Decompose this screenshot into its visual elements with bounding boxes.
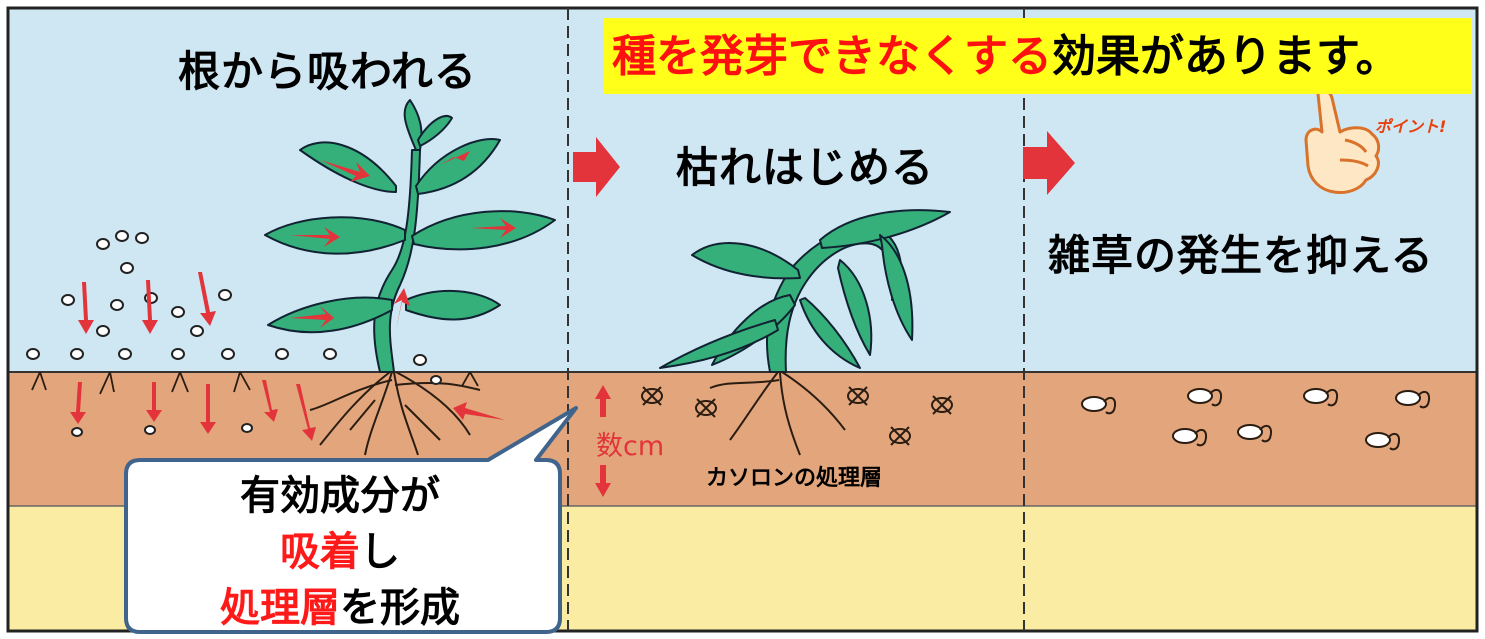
callout-text: 有効成分が 吸着し 処理層を形成 <box>130 468 550 636</box>
headline-text: 種を発芽できなくする効果があります。 <box>612 20 1400 84</box>
callout-bubble <box>124 406 578 634</box>
callout-line-1: 有効成分が <box>240 473 440 519</box>
headline-banner <box>604 18 1472 94</box>
callout-line3-tail: を形成 <box>340 585 460 631</box>
granule-icon <box>71 375 442 437</box>
headline-highlight: 種を発芽できなくする <box>612 31 1052 82</box>
callout-line-3: 処理層を形成 <box>130 580 550 636</box>
callout-adsorb-word: 吸着 <box>280 529 360 575</box>
treatment-layer-label: カソロンの処理層 <box>706 466 883 491</box>
point-label: ポイント! <box>1375 117 1447 136</box>
callout-line2-tail: し <box>360 529 400 575</box>
panel1-title: 根から吸われる <box>178 47 477 96</box>
downward-arrow-icon <box>70 272 505 441</box>
pointing-hand-icon <box>1304 89 1381 194</box>
plant-roots <box>309 371 481 456</box>
healthy-plant <box>264 99 556 373</box>
right-arrow-icon <box>1023 131 1075 195</box>
seed-icon <box>1081 388 1430 451</box>
panel2-title: 枯れはじめる <box>676 143 935 192</box>
depth-indicator <box>595 385 611 497</box>
right-arrow-icon <box>573 137 620 197</box>
callout-line-2: 吸着し <box>130 524 550 580</box>
panel3-title: 雑草の発生を抑える <box>1048 231 1434 280</box>
seed-cross-icon <box>641 386 953 446</box>
headline-rest: 効果があります。 <box>1052 31 1400 82</box>
outer-frame <box>6 6 1479 633</box>
plant-roots <box>709 371 846 456</box>
leaf-flow-arrows <box>290 151 516 330</box>
callout-layer-word: 処理層 <box>220 585 340 631</box>
granule-icon <box>26 230 427 366</box>
wilting-plant <box>659 209 951 373</box>
depth-label: 数cm <box>596 431 665 462</box>
weed-roots <box>31 371 479 395</box>
